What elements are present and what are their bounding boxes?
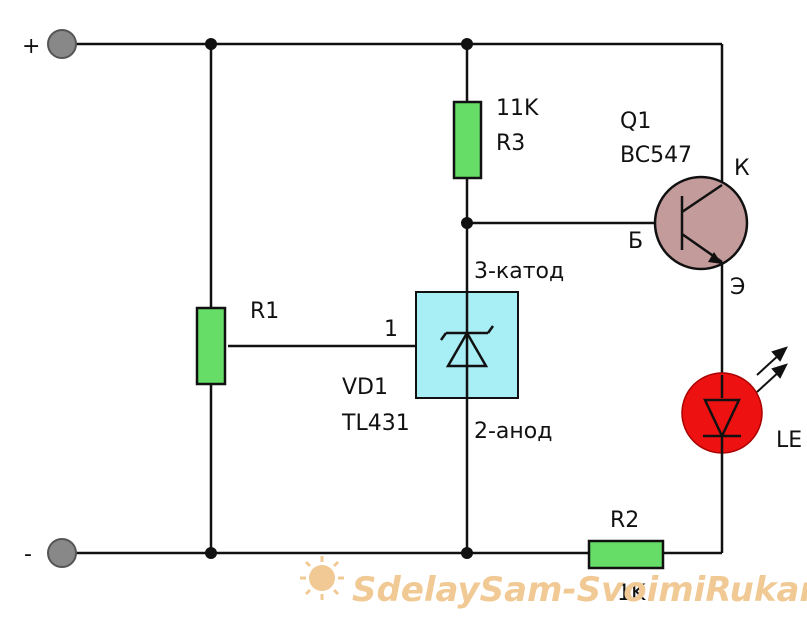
r1-name: R1 (250, 299, 279, 324)
led-label: LE (776, 428, 802, 453)
plus-terminal-label: + (22, 34, 40, 59)
vd1-anode-label: 2-анод (474, 419, 552, 444)
vd1-pin-ref: 1 (384, 317, 398, 342)
r1-resistor (195, 306, 227, 386)
vd1-regulator (415, 291, 519, 399)
minus-terminal-label: - (24, 542, 32, 567)
q1-collector-label: К (734, 156, 750, 181)
q1-name: Q1 (620, 109, 651, 134)
r2-name: R2 (610, 508, 639, 533)
minus-terminal (47, 538, 77, 568)
junction-dots (205, 38, 473, 559)
q1-base-label: Б (628, 229, 643, 254)
wires (62, 42, 724, 555)
led-diode (681, 372, 763, 455)
light-emission-arrows (756, 346, 788, 393)
q1-emitter-label: Э (730, 275, 745, 300)
r3-name: R3 (496, 131, 525, 156)
q1-transistor (653, 175, 749, 290)
r2-value: 1K (617, 581, 646, 606)
vd1-cathode-label: 3-катод (474, 259, 564, 284)
vd1-name: VD1 (342, 375, 388, 400)
q1-model: BC547 (620, 143, 692, 168)
vd1-model: TL431 (341, 411, 410, 436)
r3-value: 11K (496, 96, 539, 121)
watermark: SdelaySam-SvoimiRukami.ru (300, 556, 807, 610)
plus-terminal (47, 29, 77, 59)
r3-resistor (452, 100, 483, 180)
r2-resistor (587, 539, 665, 570)
watermark-text: SdelaySam-SvoimiRukami.ru (352, 570, 807, 610)
